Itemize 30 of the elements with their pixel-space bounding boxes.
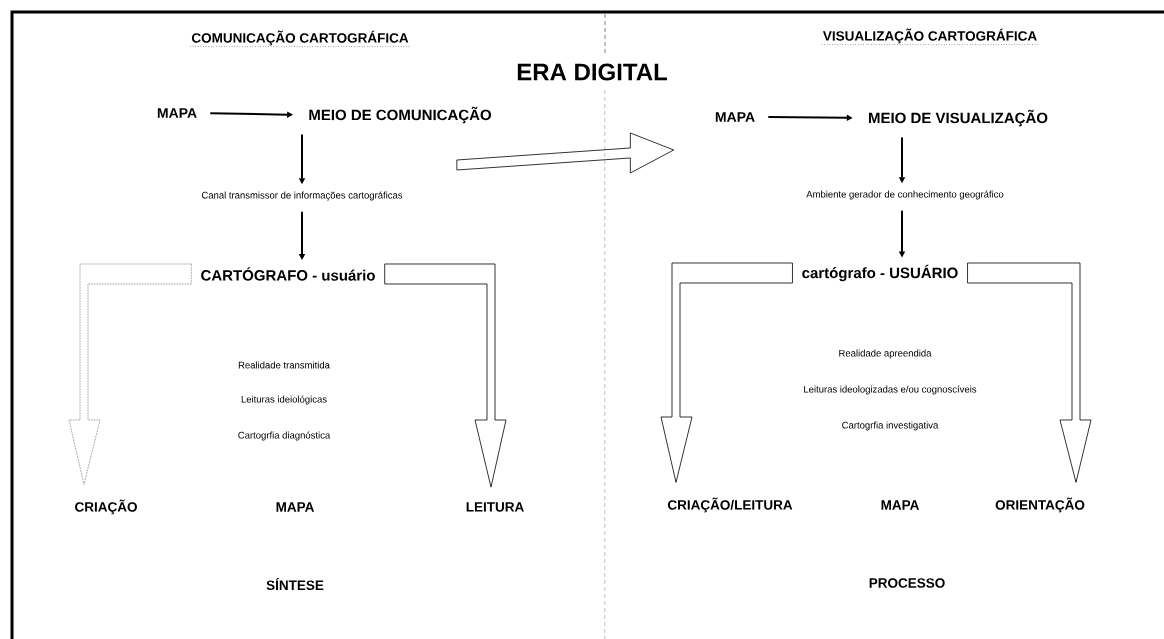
concept-text: MEIO DE COMUNICAÇÃO	[309, 106, 491, 124]
block-arrow	[456, 132, 675, 174]
concept-text: Ambiente gerador de conhecimento geográfico	[806, 190, 1004, 200]
concept-text: cartógrafo - USUÁRIO	[802, 264, 958, 282]
body-text: SÍNTESE	[266, 577, 324, 591]
block-arrow	[68, 263, 192, 485]
concept-text: MAPA	[157, 108, 197, 118]
body-text: MAPA	[276, 502, 315, 512]
block-arrow	[384, 263, 507, 488]
body-text: Cartogrfia diagnóstica	[238, 431, 331, 441]
block-arrow	[660, 262, 793, 483]
block-arrow	[967, 262, 1092, 483]
section-heading: COMUNICAÇÃO CARTOGRÁFICA	[189, 30, 411, 47]
concept-text: LEITURA	[466, 502, 524, 512]
body-text: MAPA	[881, 500, 919, 510]
body-text: Leituras ideologizadas e/ou cognoscíveis	[804, 385, 977, 395]
concept-text: CARTÓGRAFO - usuário	[201, 267, 375, 281]
title: ERA DIGITAL	[515, 62, 669, 82]
concept-text: MAPA	[715, 112, 755, 122]
body-text: Cartogrfia investigativa	[842, 421, 939, 431]
concept-text: CRIAÇÃO/LEITURA	[667, 497, 793, 513]
concept-text: Canal transmissor de informações cartográficas	[201, 191, 403, 201]
concept-text: MEIO DE VISUALIZAÇÃO	[869, 109, 1048, 127]
body-text: Leituras ideiológicas	[241, 395, 327, 405]
body-text: Realidade apreendida	[839, 349, 932, 359]
section-heading: VISUALIZAÇÃO CARTOGRÁFICA	[821, 28, 1039, 45]
body-text: PROCESSO	[869, 578, 945, 588]
concept-text: CRIAÇÃO	[75, 499, 137, 515]
body-text: Realidade transmitida	[238, 361, 330, 369]
concept-text: ORIENTAÇÃO	[995, 497, 1085, 513]
